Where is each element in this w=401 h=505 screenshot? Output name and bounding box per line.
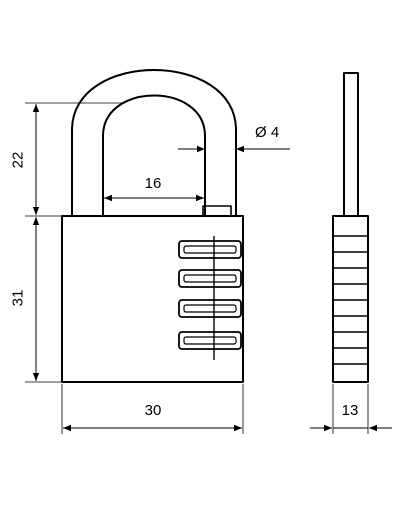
combination-wheel (178, 269, 242, 288)
dim-shackle-height: 22 (10, 104, 40, 215)
lock-body-side (332, 215, 369, 383)
side-wheel-ridges (333, 235, 368, 365)
dim-body-thickness-label: 13 (342, 402, 359, 419)
dim-body-width-label: 30 (145, 402, 162, 419)
dim-shackle-diameter: Ø 4 (178, 124, 290, 153)
shackle (71, 69, 237, 217)
combination-wheel (178, 299, 242, 318)
dim-body-height: 31 (10, 217, 40, 381)
dim-body-thickness: 13 (310, 402, 392, 432)
dim-body-width: 30 (63, 402, 242, 432)
dim-shackle-diameter-label: Ø 4 (255, 124, 279, 141)
dim-shackle-inner-width-label: 16 (145, 175, 162, 192)
shackle-collar (202, 205, 232, 217)
combination-wheels (178, 240, 242, 350)
lock-body-front (61, 215, 244, 383)
combination-wheel (178, 240, 242, 259)
combination-wheel (178, 331, 242, 350)
extension-lines (25, 102, 369, 434)
dim-body-height-label: 31 (10, 290, 27, 307)
shackle-side (343, 72, 359, 217)
dim-shackle-inner-width: 16 (104, 175, 204, 202)
dim-shackle-height-label: 22 (10, 152, 27, 169)
